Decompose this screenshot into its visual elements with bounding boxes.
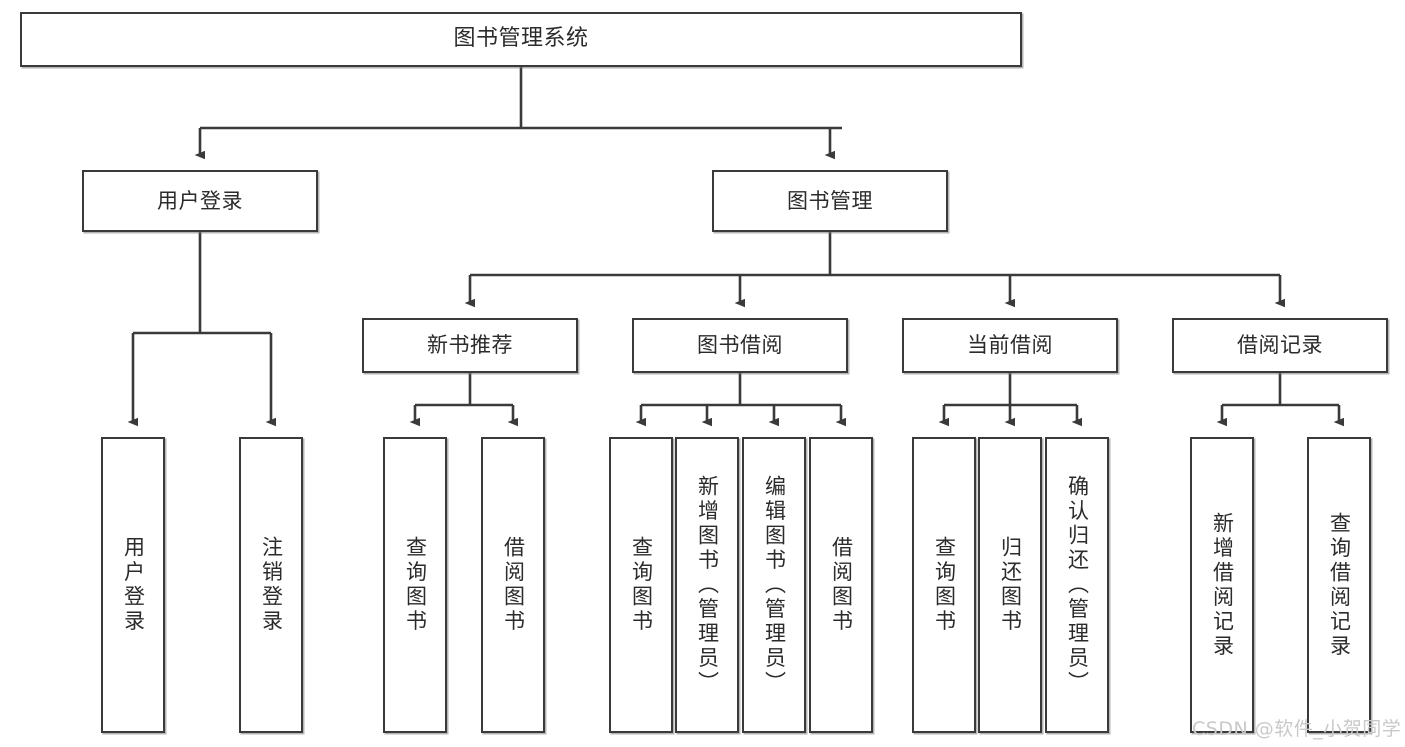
leaf-query-books-recommendation[interactable]: 查询图书 — [383, 437, 447, 733]
node-label: 图书借阅 — [697, 333, 783, 358]
node-label: 查询图书 — [629, 536, 654, 634]
leaf-query-borrowing-record[interactable]: 查询借阅记录 — [1307, 437, 1371, 733]
leaf-add-borrowing-record[interactable]: 新增借阅记录 — [1190, 437, 1254, 733]
leaf-edit-book-admin[interactable]: 编辑图书（管理员） — [742, 437, 806, 733]
leaf-query-books-current[interactable]: 查询图书 — [912, 437, 976, 733]
leaf-return-books[interactable]: 归还图书 — [978, 437, 1042, 733]
node-borrowing-records[interactable]: 借阅记录 — [1172, 318, 1388, 373]
node-label: 确认归还（管理员） — [1065, 474, 1090, 696]
node-label: 注销登录 — [259, 536, 284, 634]
node-label: 查询借阅记录 — [1327, 511, 1352, 659]
node-label: 查询图书 — [932, 536, 957, 634]
node-label: 借阅记录 — [1237, 333, 1323, 358]
node-label: 借阅图书 — [829, 536, 854, 634]
leaf-query-books-borrowing[interactable]: 查询图书 — [609, 437, 673, 733]
node-label: 图书管理 — [787, 188, 873, 213]
node-label: 用户登录 — [121, 536, 146, 634]
node-current-borrowing[interactable]: 当前借阅 — [902, 318, 1118, 373]
node-new-book-recommendation[interactable]: 新书推荐 — [362, 318, 578, 373]
node-label: 借阅图书 — [501, 536, 526, 634]
node-label: 查询图书 — [403, 536, 428, 634]
node-label: 新增借阅记录 — [1210, 511, 1235, 659]
leaf-borrow-books-recommendation[interactable]: 借阅图书 — [481, 437, 545, 733]
node-label: 新增图书（管理员） — [695, 474, 720, 696]
node-root-book-management-system[interactable]: 图书管理系统 — [20, 12, 1022, 67]
node-label: 编辑图书（管理员） — [762, 474, 787, 696]
node-label: 图书管理系统 — [453, 26, 589, 52]
node-label: 归还图书 — [998, 536, 1023, 634]
csdn-watermark: CSDN @软件_小贺同学 — [1192, 718, 1402, 740]
leaf-add-book-admin[interactable]: 新增图书（管理员） — [675, 437, 739, 733]
node-label: 当前借阅 — [967, 333, 1053, 358]
leaf-logout[interactable]: 注销登录 — [239, 437, 303, 733]
node-label: 用户登录 — [157, 188, 243, 213]
leaf-confirm-return-admin[interactable]: 确认归还（管理员） — [1045, 437, 1109, 733]
leaf-borrow-books-borrowing[interactable]: 借阅图书 — [809, 437, 873, 733]
leaf-user-login[interactable]: 用户登录 — [101, 437, 165, 733]
node-book-management[interactable]: 图书管理 — [712, 170, 948, 232]
node-book-borrowing[interactable]: 图书借阅 — [632, 318, 848, 373]
node-user-login[interactable]: 用户登录 — [82, 170, 318, 232]
node-label: 新书推荐 — [427, 333, 513, 358]
